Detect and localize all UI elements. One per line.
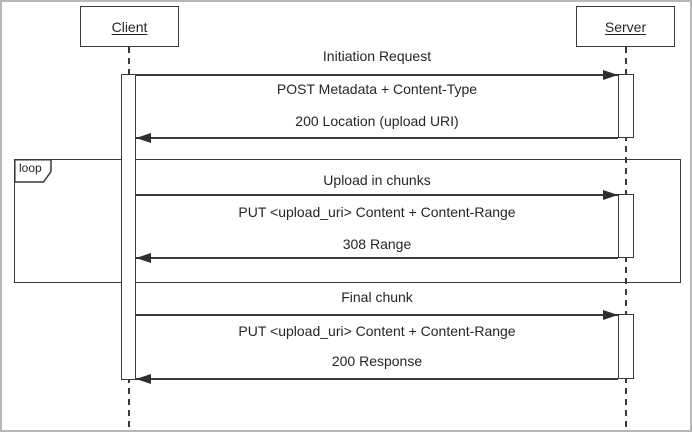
loop-fragment-frame bbox=[14, 159, 681, 283]
section-title-final-chunk: Final chunk bbox=[341, 289, 413, 305]
arrowhead-left-icon bbox=[136, 132, 151, 143]
section-title-initiation: Initiation Request bbox=[322, 48, 432, 64]
client-activation-bar bbox=[121, 74, 136, 380]
message-arrow-put-final bbox=[136, 314, 618, 316]
message-arrow-200-location bbox=[136, 137, 618, 139]
arrowhead-right-icon bbox=[603, 69, 618, 80]
message-label-put-chunk: PUT <upload_uri> Content + Content-Range bbox=[238, 204, 516, 220]
loop-pentagon-icon bbox=[14, 159, 52, 183]
server-activation-bar-initiation bbox=[618, 74, 634, 138]
message-label-200-location: 200 Location (upload URI) bbox=[295, 113, 459, 129]
message-arrow-put-chunk bbox=[136, 194, 618, 196]
message-arrow-308-range bbox=[136, 257, 618, 259]
server-activation-bar-final bbox=[618, 314, 634, 379]
message-label-post-metadata: POST Metadata + Content-Type bbox=[276, 81, 478, 97]
arrowhead-left-icon bbox=[136, 373, 151, 384]
actor-box-client: Client bbox=[80, 6, 179, 47]
arrowhead-left-icon bbox=[136, 252, 151, 263]
message-label-308-range: 308 Range bbox=[342, 236, 412, 252]
arrowhead-right-icon bbox=[603, 189, 618, 200]
message-arrow-200-response bbox=[136, 378, 618, 380]
server-activation-bar-loop bbox=[618, 194, 634, 258]
loop-fragment-label: loop bbox=[19, 161, 42, 175]
actor-label-server: Server bbox=[604, 18, 647, 35]
actor-label-client: Client bbox=[111, 18, 148, 35]
message-label-200-response: 200 Response bbox=[331, 353, 423, 369]
arrowhead-right-icon bbox=[603, 309, 618, 320]
message-label-put-final: PUT <upload_uri> Content + Content-Range bbox=[238, 323, 516, 339]
actor-box-server: Server bbox=[576, 6, 675, 47]
section-title-upload-chunks: Upload in chunks bbox=[323, 172, 431, 188]
message-arrow-post-metadata bbox=[136, 74, 618, 76]
